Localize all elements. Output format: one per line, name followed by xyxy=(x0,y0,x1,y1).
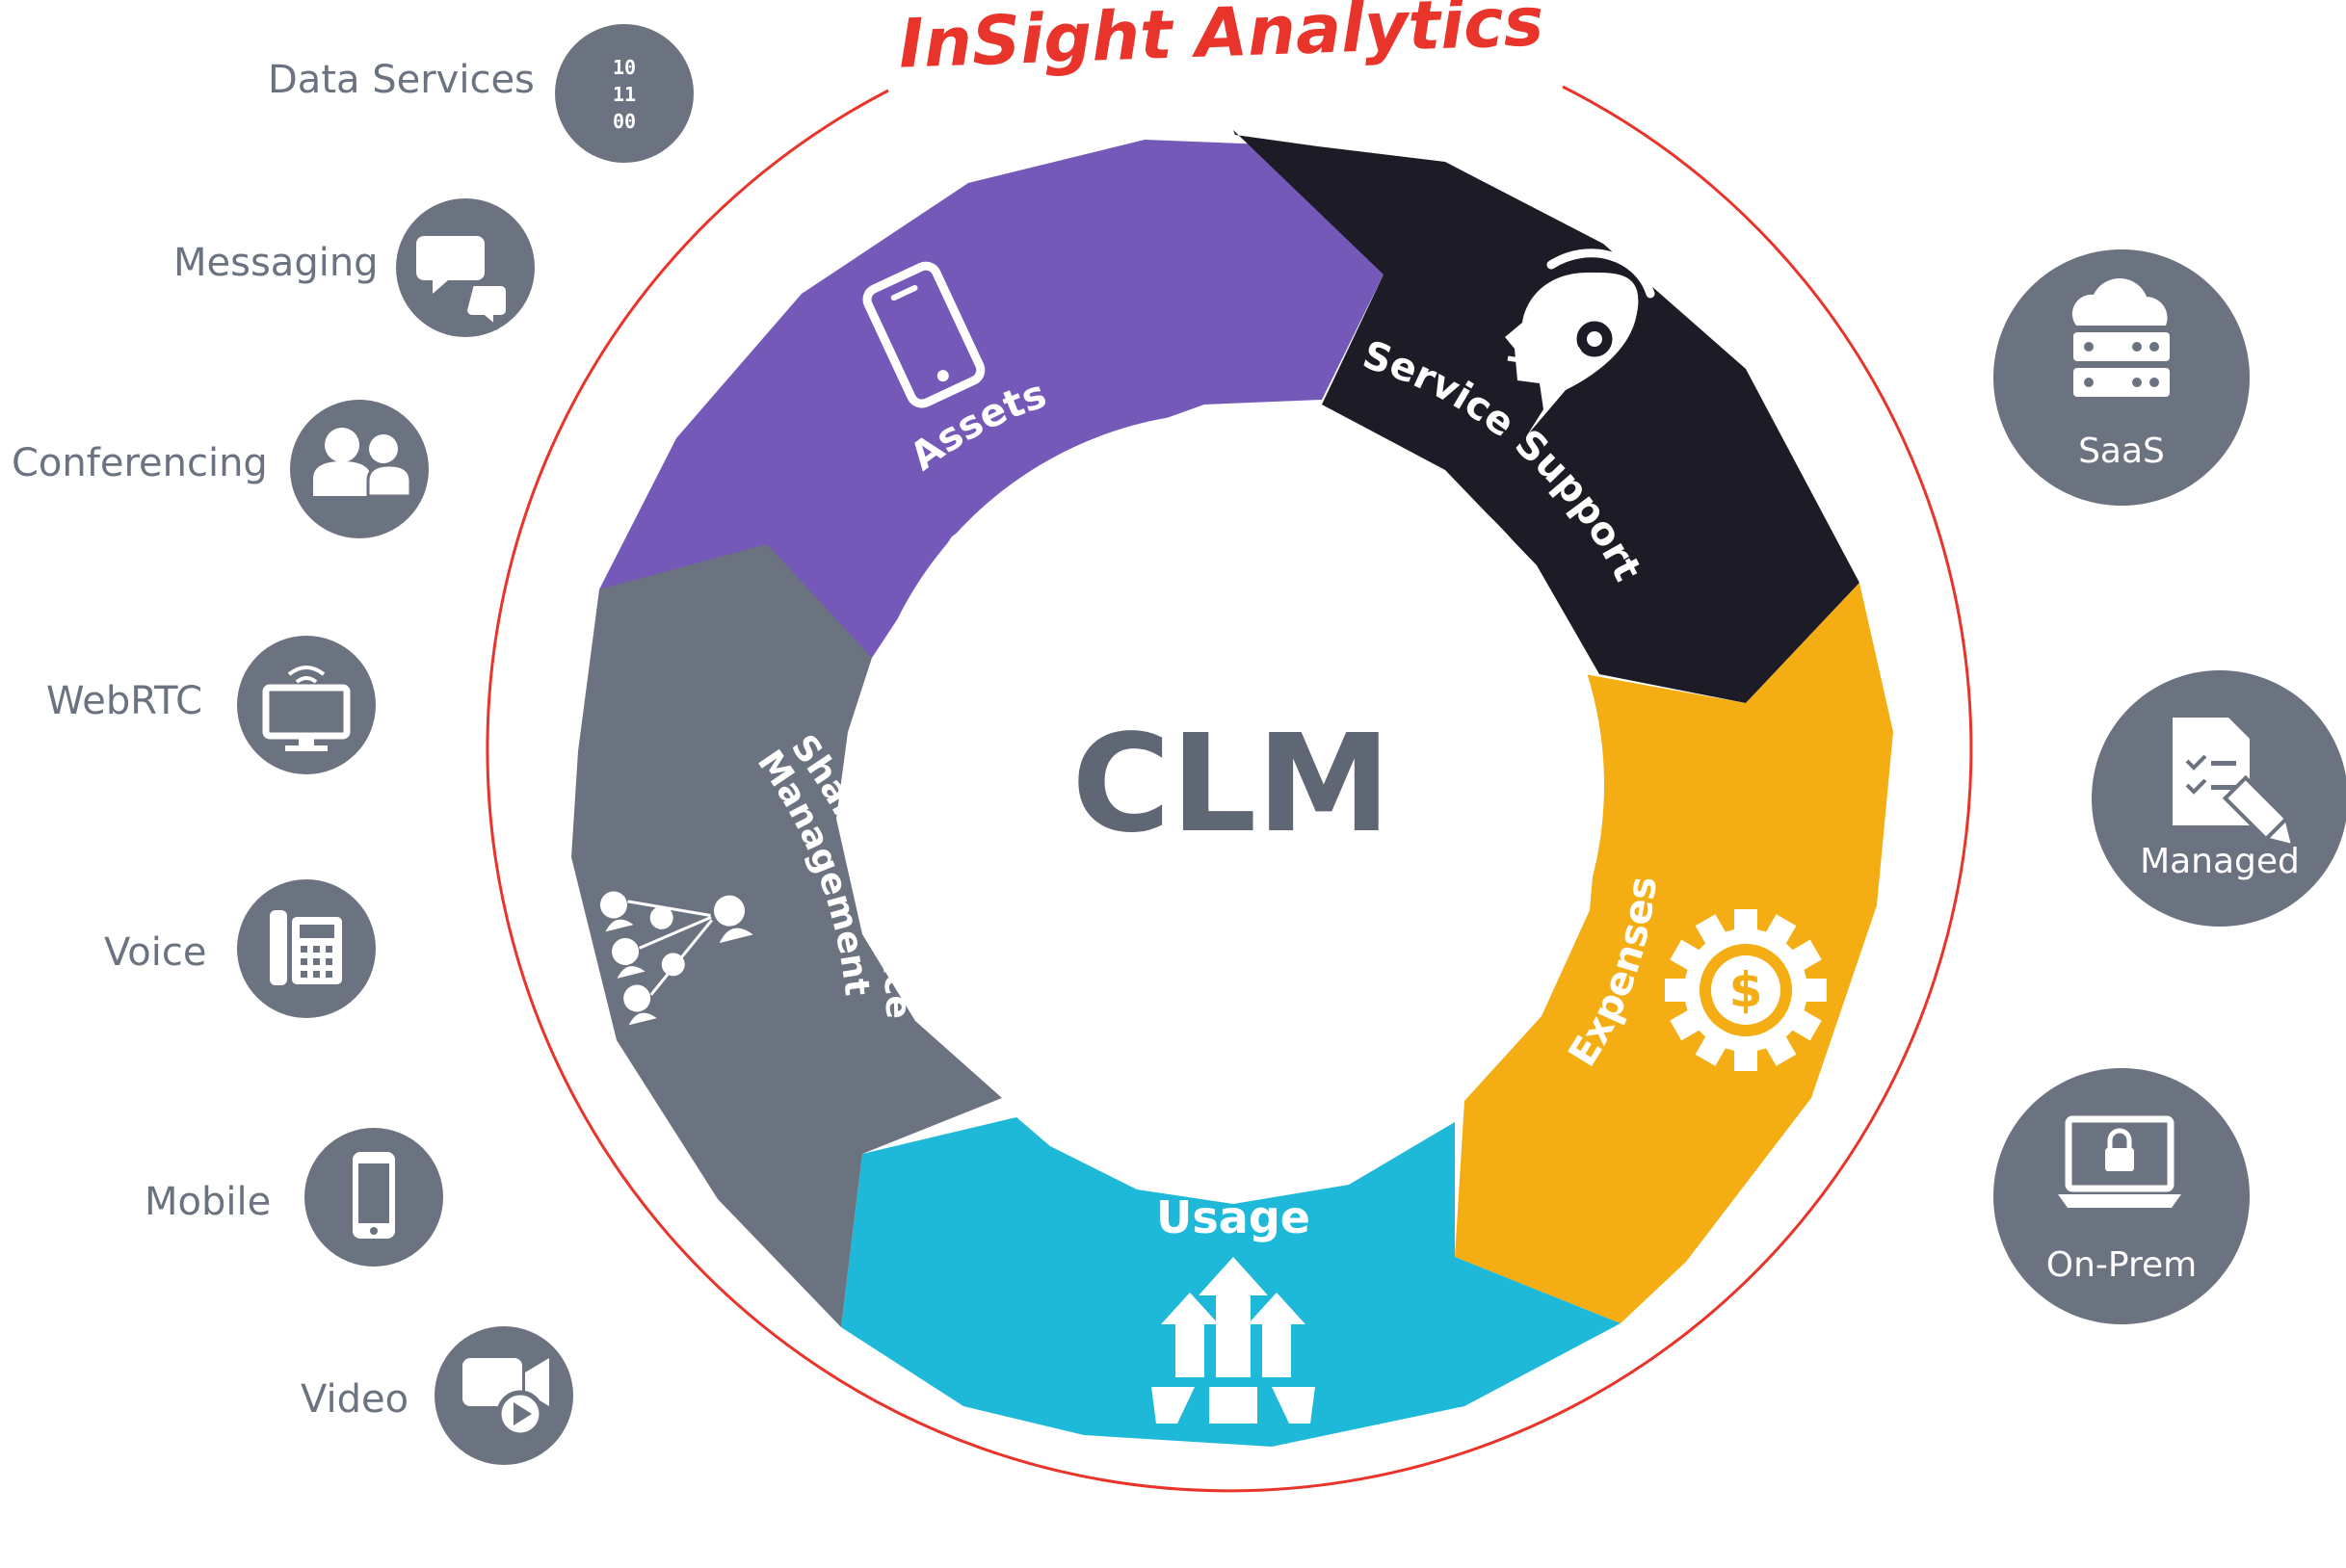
service-voice xyxy=(237,879,376,1018)
deployment-label-saas: SaaS xyxy=(2078,431,2165,471)
monitor-wifi-icon xyxy=(262,666,351,751)
outer-ring-arc xyxy=(486,85,1973,1493)
service-video xyxy=(435,1326,573,1465)
binary-data-icon: 10 11 00 xyxy=(613,56,636,133)
center-circle xyxy=(858,412,1604,1158)
cloud-server-icon xyxy=(2071,277,2170,397)
video-camera-icon xyxy=(462,1358,549,1438)
service-icon-circle xyxy=(555,24,694,163)
segment-shared-services xyxy=(571,544,1002,1327)
deployment-on-prem xyxy=(1993,1068,2250,1324)
segment-service-support xyxy=(1233,130,1859,703)
smartphone-icon xyxy=(862,261,986,408)
service-mobile xyxy=(304,1128,443,1267)
svg-text:$: $ xyxy=(1729,962,1763,1018)
mobile-phone-icon xyxy=(353,1152,395,1239)
service-label-messaging: Messaging xyxy=(173,241,379,285)
desk-phone-icon xyxy=(270,910,342,985)
service-label-video: Video xyxy=(301,1377,409,1422)
svg-text:11: 11 xyxy=(613,83,636,106)
dollar-gear-icon: $ xyxy=(1665,909,1827,1071)
deployment-label-managed: Managed xyxy=(2140,842,2300,881)
service-label-webrtc: WebRTC xyxy=(46,679,203,723)
deployment-label-on-prem: On-Prem xyxy=(2045,1245,2198,1285)
center-label: CLM xyxy=(1071,706,1390,863)
clm-ring: CLM xyxy=(571,130,1893,1447)
diagram-title: InSight Analytics xyxy=(898,0,1545,84)
people-group-icon xyxy=(313,428,412,498)
segment-label-usage: Usage xyxy=(1156,1191,1310,1243)
laptop-lock-icon xyxy=(2058,1115,2181,1208)
service-data-services: 10 11 00 xyxy=(555,24,694,163)
service-icon-circle xyxy=(237,636,376,774)
growth-arrows-icon xyxy=(1151,1257,1315,1424)
service-label-mobile: Mobile xyxy=(145,1180,272,1224)
service-label-data-services: Data Services xyxy=(268,58,535,102)
svg-text:00: 00 xyxy=(613,110,636,133)
headset-agent-icon xyxy=(1505,248,1655,435)
segment-assets xyxy=(599,140,1384,658)
service-label-voice: Voice xyxy=(104,930,207,975)
service-conferencing xyxy=(290,400,429,538)
service-label-conferencing: Conferencing xyxy=(12,441,268,485)
chat-bubbles-icon xyxy=(416,236,510,331)
svg-text:10: 10 xyxy=(613,56,636,79)
hierarchy-people-icon xyxy=(599,891,753,1026)
service-messaging xyxy=(396,198,535,337)
checklist-pencil-icon xyxy=(2173,718,2297,849)
service-webrtc xyxy=(237,636,376,774)
deployment-managed xyxy=(2092,670,2346,927)
deployment-saas xyxy=(1993,249,2250,506)
